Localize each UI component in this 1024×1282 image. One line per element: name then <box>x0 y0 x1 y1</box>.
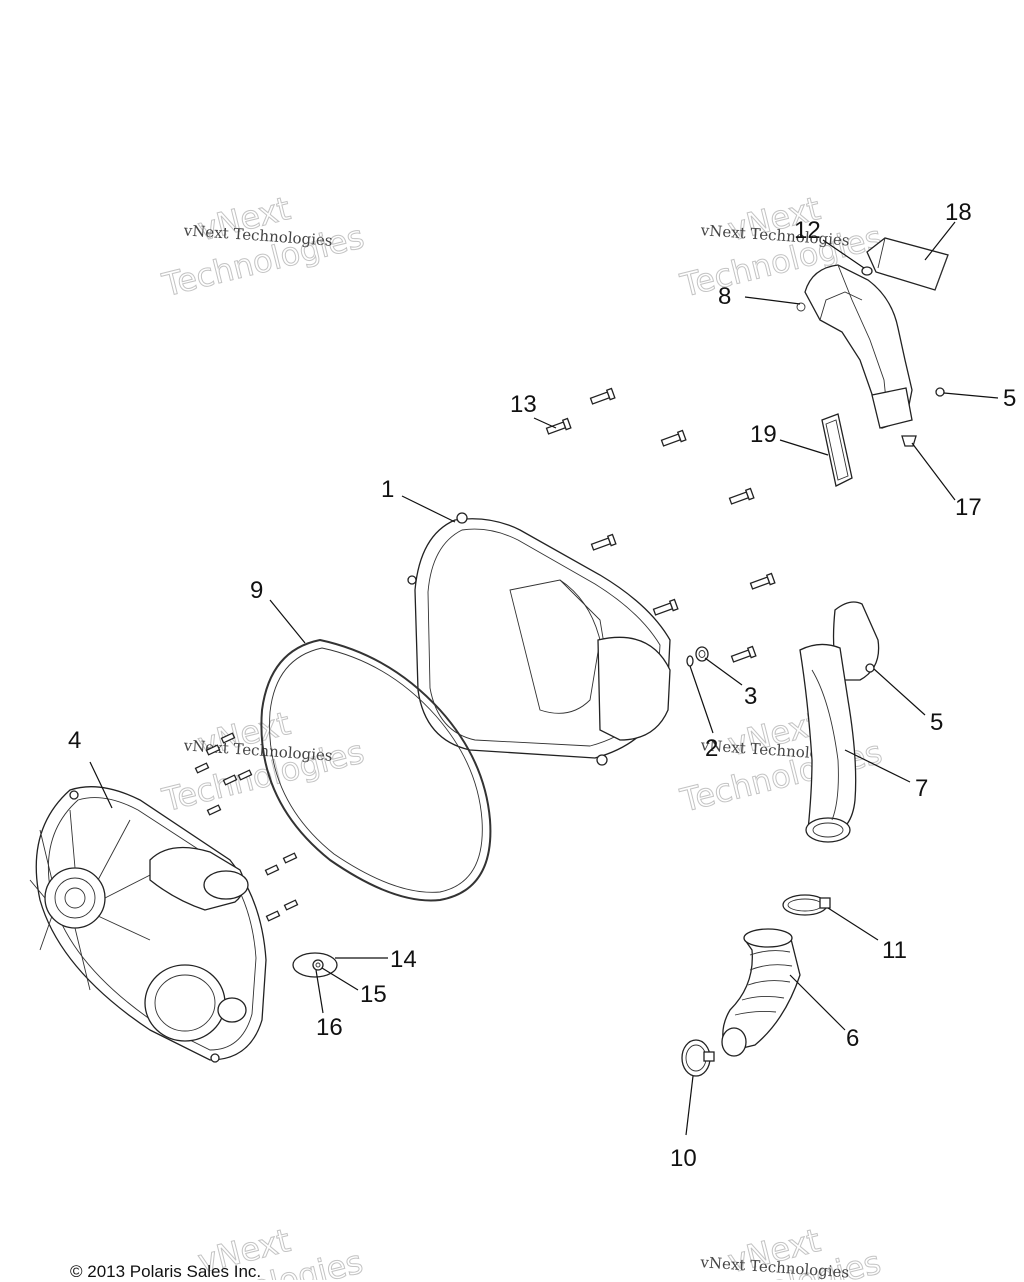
part-12-clip <box>861 266 873 276</box>
screw <box>660 429 687 447</box>
part-5-screw-lower <box>865 663 875 673</box>
part-4-outer-cover <box>29 786 267 1063</box>
copyright-notice: © 2013 Polaris Sales Inc. <box>70 1262 262 1281</box>
leader-1 <box>401 495 456 523</box>
screw <box>265 910 281 922</box>
screw <box>652 598 679 616</box>
callout-5-upper: 5 <box>1003 385 1016 412</box>
callout-17: 17 <box>955 494 982 521</box>
callout-13: 13 <box>510 391 537 418</box>
part-19-sleeve <box>821 413 853 487</box>
screw <box>283 899 299 911</box>
callout-3: 3 <box>744 683 757 710</box>
callout-12: 12 <box>794 217 821 244</box>
callout-5-lower: 5 <box>930 709 943 736</box>
callout-16: 16 <box>316 1014 343 1041</box>
part-6-boot <box>721 928 801 1057</box>
callout-19: 19 <box>750 421 777 448</box>
leader-2 <box>689 665 714 734</box>
leader-9 <box>269 599 306 644</box>
callout-18: 18 <box>945 199 972 226</box>
part-8-intake-duct <box>796 264 913 429</box>
callout-9: 9 <box>250 577 263 604</box>
watermark-6: vNext Technologies vNext Technologies <box>674 1221 885 1280</box>
part-10-clamp <box>681 1039 715 1077</box>
part-17-grommet <box>901 435 917 447</box>
screw <box>589 387 616 405</box>
leader-17 <box>911 442 956 501</box>
callout-1: 1 <box>381 476 394 503</box>
screw <box>222 774 238 786</box>
leader-10 <box>685 1075 694 1136</box>
leader-4 <box>89 761 113 809</box>
watermark-1: vNext Technologies vNext Technologies <box>158 189 369 305</box>
callout-4: 4 <box>68 727 81 754</box>
screw <box>194 762 210 774</box>
screw <box>264 864 280 876</box>
leader-3 <box>704 657 743 686</box>
part-5-screw-upper <box>935 387 945 397</box>
screw <box>728 487 755 505</box>
screw <box>220 732 236 744</box>
leader-15 <box>321 967 359 991</box>
screw <box>237 769 253 781</box>
screw <box>206 804 222 816</box>
callout-14: 14 <box>390 946 417 973</box>
part-9-drive-belt <box>260 638 492 902</box>
leader-16 <box>315 969 324 1014</box>
callout-11: 11 <box>882 937 907 964</box>
leader-lines <box>89 221 999 1136</box>
part-7-outlet-duct <box>799 601 880 843</box>
leader-7 <box>844 749 911 783</box>
callout-labels: 1 2 3 4 5 5 6 7 8 9 10 11 12 13 14 15 16… <box>68 199 1016 1172</box>
part-18-filter <box>866 237 949 291</box>
callout-8: 8 <box>718 283 731 310</box>
screw <box>205 744 221 756</box>
callout-7: 7 <box>915 775 928 802</box>
watermark-3: vNext Technologies vNext Technologies <box>158 704 369 820</box>
callout-6: 6 <box>846 1025 859 1052</box>
screw <box>590 533 617 551</box>
leader-5-lower <box>873 668 926 716</box>
screw <box>282 852 298 864</box>
leader-8 <box>744 296 801 305</box>
leader-12 <box>822 239 865 269</box>
part-2-oring <box>686 655 694 667</box>
screw <box>730 645 757 663</box>
screw <box>545 417 572 435</box>
callout-2: 2 <box>705 735 718 762</box>
leader-5-upper <box>943 392 999 399</box>
leader-18 <box>924 221 956 261</box>
part-3-plug <box>695 646 709 662</box>
callout-10: 10 <box>670 1145 697 1172</box>
callout-15: 15 <box>360 981 387 1008</box>
leader-11 <box>827 907 879 941</box>
screw <box>749 572 776 590</box>
leader-19 <box>779 439 829 456</box>
leader-6 <box>789 974 846 1031</box>
part-1-inner-cover <box>407 512 671 766</box>
leader-13 <box>533 417 557 429</box>
part-4-screws <box>194 732 299 922</box>
part-11-clamp <box>782 894 831 916</box>
